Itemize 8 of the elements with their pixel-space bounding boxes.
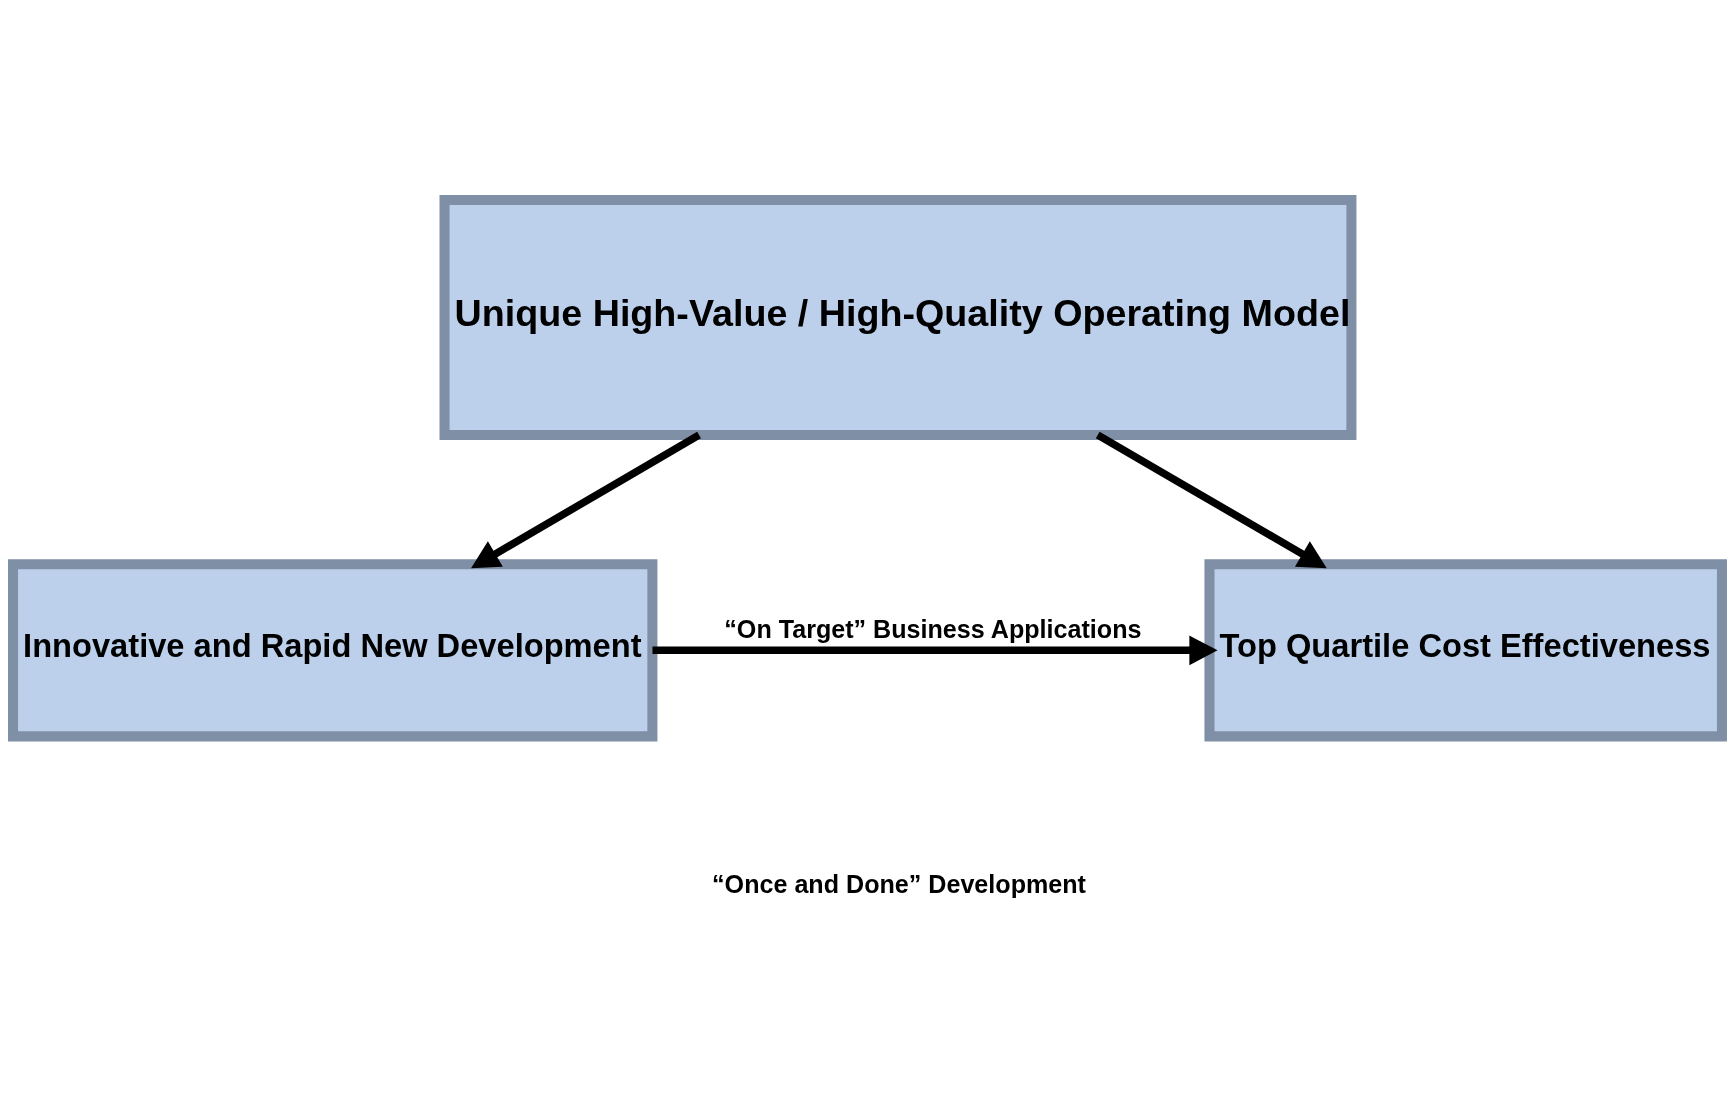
node-box: Innovative and Rapid New Development — [8, 558, 658, 741]
arrow — [652, 635, 1218, 665]
node-box: Unique High-Value / High-Quality Operating Model — [439, 194, 1357, 440]
node-box: Top Quartile Cost Effectiveness — [1204, 558, 1727, 741]
arrow — [1095, 431, 1327, 568]
arrow — [471, 431, 701, 568]
edge-label: “On Target” Business Applications — [724, 614, 1142, 643]
label: “Once and Done” Development — [712, 869, 1086, 898]
